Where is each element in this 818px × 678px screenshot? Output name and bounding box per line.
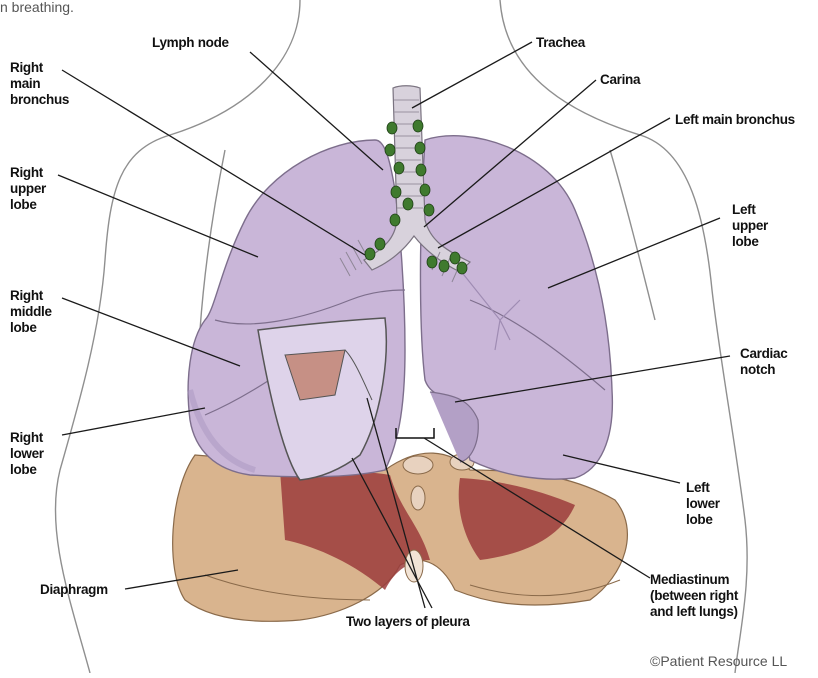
- svg-text:main: main: [10, 76, 40, 91]
- svg-text:and left lungs): and left lungs): [650, 604, 738, 619]
- svg-text:bronchus: bronchus: [10, 92, 69, 107]
- svg-text:Left: Left: [686, 480, 710, 495]
- svg-text:Right: Right: [10, 60, 44, 75]
- caption-fragment: n breathing.: [0, 0, 74, 15]
- svg-text:Mediastinum: Mediastinum: [650, 572, 730, 587]
- copyright-credit: ©Patient Resource LL: [650, 653, 787, 669]
- svg-text:upper: upper: [10, 181, 47, 196]
- svg-text:Left: Left: [732, 202, 756, 217]
- svg-text:lobe: lobe: [10, 320, 37, 335]
- label-diaphragm: Diaphragm: [40, 582, 108, 597]
- label-trachea: Trachea: [536, 35, 586, 50]
- svg-text:Right: Right: [10, 288, 44, 303]
- svg-text:upper: upper: [732, 218, 769, 233]
- svg-text:notch: notch: [740, 362, 775, 377]
- svg-text:Cardiac: Cardiac: [740, 346, 788, 361]
- label-right-lower-lobe: Right lower lobe: [10, 430, 45, 477]
- label-left-main-bronchus: Left main bronchus: [675, 112, 795, 127]
- svg-text:middle: middle: [10, 304, 52, 319]
- label-lymph-node: Lymph node: [152, 35, 230, 50]
- svg-text:lobe: lobe: [732, 234, 759, 249]
- svg-text:lobe: lobe: [686, 512, 713, 527]
- label-carina: Carina: [600, 72, 641, 87]
- svg-text:lower: lower: [10, 446, 45, 461]
- label-right-middle-lobe: Right middle lobe: [10, 288, 52, 335]
- svg-text:(between right: (between right: [650, 588, 739, 603]
- mediastinum-bracket: [396, 428, 434, 438]
- svg-text:lobe: lobe: [10, 197, 37, 212]
- left-lung: [420, 136, 612, 479]
- label-left-upper-lobe: Left upper lobe: [732, 202, 769, 249]
- label-cardiac-notch: Cardiac notch: [740, 346, 788, 377]
- label-left-lower-lobe: Left lower lobe: [686, 480, 721, 527]
- label-two-layers-of-pleura: Two layers of pleura: [346, 614, 470, 629]
- svg-text:lower: lower: [686, 496, 721, 511]
- label-mediastinum: Mediastinum (between right and left lung…: [650, 572, 739, 619]
- svg-text:Right: Right: [10, 430, 44, 445]
- svg-text:Right: Right: [10, 165, 44, 180]
- label-right-upper-lobe: Right upper lobe: [10, 165, 47, 212]
- label-right-main-bronchus: Right main bronchus: [10, 60, 69, 107]
- svg-text:lobe: lobe: [10, 462, 37, 477]
